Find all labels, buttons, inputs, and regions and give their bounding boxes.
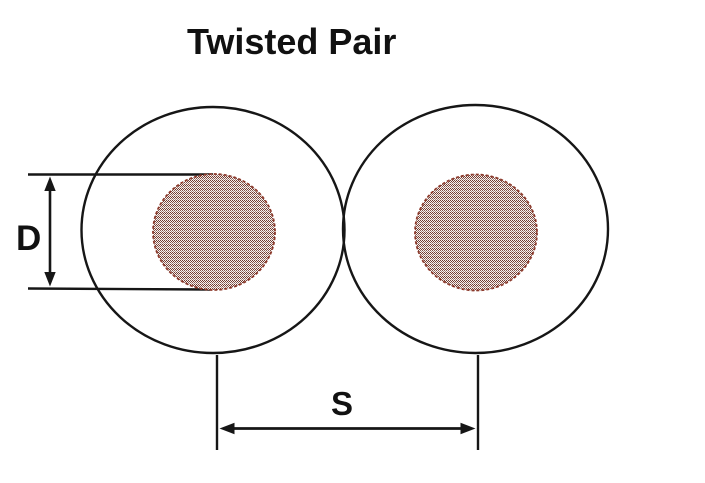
s-arrowhead-left — [219, 422, 235, 435]
d-arrowhead-up — [44, 176, 56, 191]
conductor-left — [152, 173, 276, 291]
d-dimension-arrow — [44, 176, 56, 287]
conductor-right-sheen — [416, 175, 536, 290]
s-arrowhead-right — [460, 422, 476, 435]
s-dimension-arrow — [219, 422, 476, 435]
diameter-label: D — [16, 219, 42, 258]
page-title: Twisted Pair — [187, 21, 397, 62]
conductor-right — [414, 173, 538, 292]
conductor-left-sheen — [154, 175, 274, 289]
d-dimension-bottom-line — [27, 287, 211, 291]
separation-label: S — [330, 385, 353, 422]
outer-insulation-right — [341, 103, 610, 355]
d-arrowhead-down — [44, 272, 56, 287]
